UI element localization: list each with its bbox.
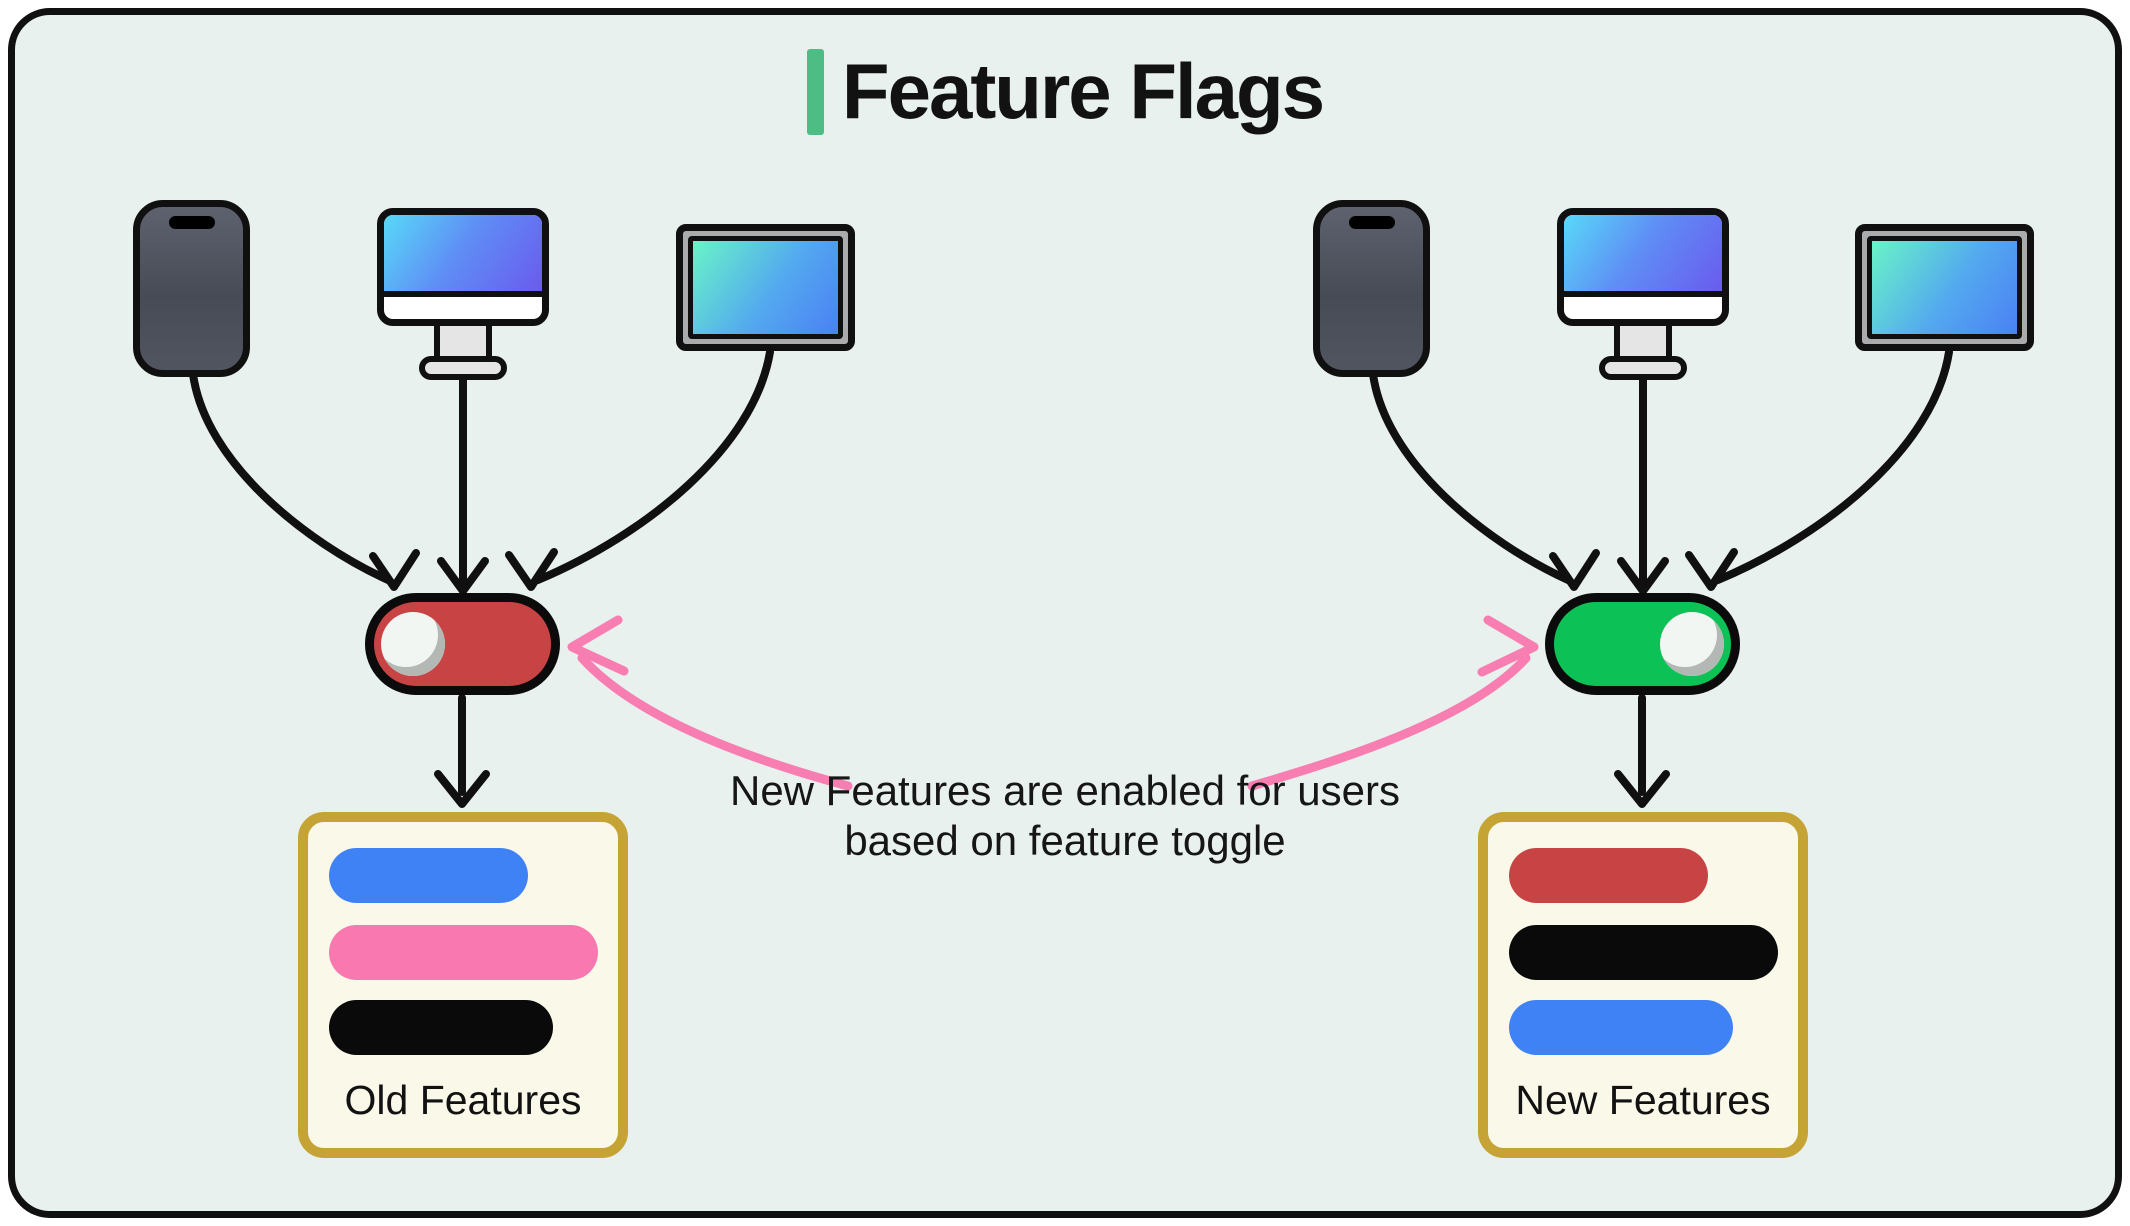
display-screen: [1867, 236, 2022, 339]
title-text: Feature Flags: [841, 47, 1325, 135]
new-features-box: New Features: [1478, 812, 1808, 1158]
feature-pill-blue: [329, 848, 528, 903]
toggle-knob: [381, 612, 445, 676]
monitor-stand-base: [1599, 356, 1687, 380]
smartphone-icon: [133, 200, 250, 377]
toggle-knob: [1660, 612, 1724, 676]
caption-line-2: based on feature toggle: [844, 817, 1286, 864]
feature-pill-black: [1509, 925, 1778, 980]
smartphone-icon: [1313, 200, 1430, 377]
feature-toggle-on[interactable]: [1545, 593, 1740, 695]
display-panel-icon: [1855, 224, 2034, 351]
old-features-label: Old Features: [344, 1077, 582, 1123]
desktop-monitor-icon: [377, 208, 549, 388]
feature-pill-red: [1509, 848, 1708, 903]
new-features-label: New Features: [1515, 1077, 1771, 1123]
desktop-monitor-icon: [1557, 208, 1729, 388]
display-screen: [688, 236, 843, 339]
caption-line-1: New Features are enabled for users: [729, 767, 1400, 814]
feature-pill-blue: [1509, 1000, 1733, 1055]
phone-notch: [1348, 216, 1395, 229]
monitor-stand-base: [419, 356, 507, 380]
monitor-glass: [1564, 215, 1722, 297]
feature-toggle-off[interactable]: [365, 593, 560, 695]
page-title: Feature Flags: [0, 46, 2130, 137]
monitor-screen: [377, 208, 549, 326]
monitor-glass: [384, 215, 542, 297]
display-panel-icon: [676, 224, 855, 351]
feature-pill-pink: [329, 925, 598, 980]
feature-pill-black: [329, 1000, 553, 1055]
phone-notch: [168, 216, 215, 229]
old-features-box: Old Features: [298, 812, 628, 1158]
monitor-screen: [1557, 208, 1729, 326]
title-accent-bar: [806, 48, 824, 135]
